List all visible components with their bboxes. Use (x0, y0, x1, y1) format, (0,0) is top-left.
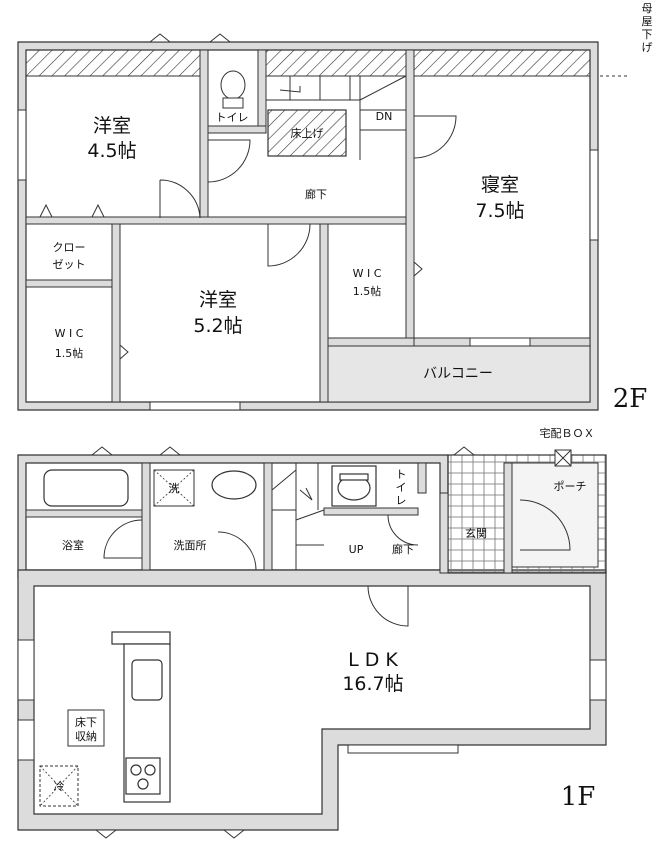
windows-2f (17, 33, 599, 411)
raised-floor-label: 床上げ (291, 126, 324, 140)
doors-2f (39, 115, 457, 267)
raised-floor-area (267, 109, 347, 157)
balcony-label: バルコニー (423, 366, 493, 382)
toilet-label-1f: トイレ (395, 468, 407, 507)
floor-label-1f: 1F (561, 782, 596, 812)
windows-1f (17, 446, 607, 839)
wic-right-name: W I C (353, 267, 382, 280)
underfloor-storage-line1: 床下 (75, 715, 97, 729)
wic-left-size: 1.5帖 (55, 347, 84, 360)
washer-mark: 洗 (169, 482, 180, 495)
western-room-52-name: 洋室 (199, 289, 237, 311)
hallway-label-1f: 廊下 (392, 542, 414, 556)
floor-plan-1f (17, 446, 607, 839)
fridge-mark: 冷 (54, 780, 65, 793)
stairs-up-label: UP (349, 543, 364, 556)
ldk-size: 16.7帖 (342, 673, 403, 695)
stairs-2f (266, 75, 407, 160)
delivery-box-label: 宅配ＢＯＸ (540, 426, 595, 440)
hallway-label-2f: 廊下 (305, 187, 327, 201)
toilet-fixture-2f (220, 70, 246, 109)
floor-label-2f: 2F (613, 384, 648, 414)
porch-open-area (511, 462, 599, 568)
entrance-label: 玄関 (465, 526, 487, 540)
underfloor-storage (67, 709, 105, 747)
balcony-area (327, 345, 591, 403)
floor-plan-2f (17, 33, 628, 411)
eaves-strip-right (413, 49, 591, 77)
interior-walls-1f (25, 462, 513, 574)
toilet-fixture-1f (331, 465, 377, 507)
bath-label: 浴室 (62, 538, 84, 552)
western-room-45-size: 4.5帖 (87, 140, 136, 162)
doors-1f (103, 499, 571, 627)
western-room-52-size: 5.2帖 (193, 315, 242, 337)
stairs-down-label: DN (376, 110, 393, 123)
outer-wall-1f-ldk (17, 569, 607, 831)
bedroom-name: 寝室 (481, 174, 519, 196)
ldk-name: L D K (348, 649, 398, 671)
closet-label-line2: ゼット (53, 258, 86, 271)
washbasin (211, 470, 257, 500)
bathtub (43, 469, 129, 507)
wic-right-size: 1.5帖 (353, 285, 382, 298)
interior-walls-2f (25, 49, 591, 403)
eaves-strip-stair (265, 49, 407, 77)
kitchen-counter (111, 631, 171, 803)
eaves-strip-left (25, 49, 201, 77)
roof-note-label: 母屋下げ (641, 2, 653, 54)
underfloor-storage-line2: 収納 (75, 730, 97, 743)
closet-label-line1: クロー (53, 241, 86, 254)
stairs-1f (271, 463, 325, 570)
western-room-45-name: 洋室 (93, 115, 131, 137)
wic-left-name: W I C (55, 327, 84, 340)
porch-label: ポーチ (554, 480, 587, 493)
bedroom-size: 7.5帖 (475, 200, 524, 222)
wic-door-markers (119, 260, 423, 361)
washroom-label: 洗面所 (174, 539, 207, 552)
toilet-label-2f: トイレ (216, 111, 249, 124)
